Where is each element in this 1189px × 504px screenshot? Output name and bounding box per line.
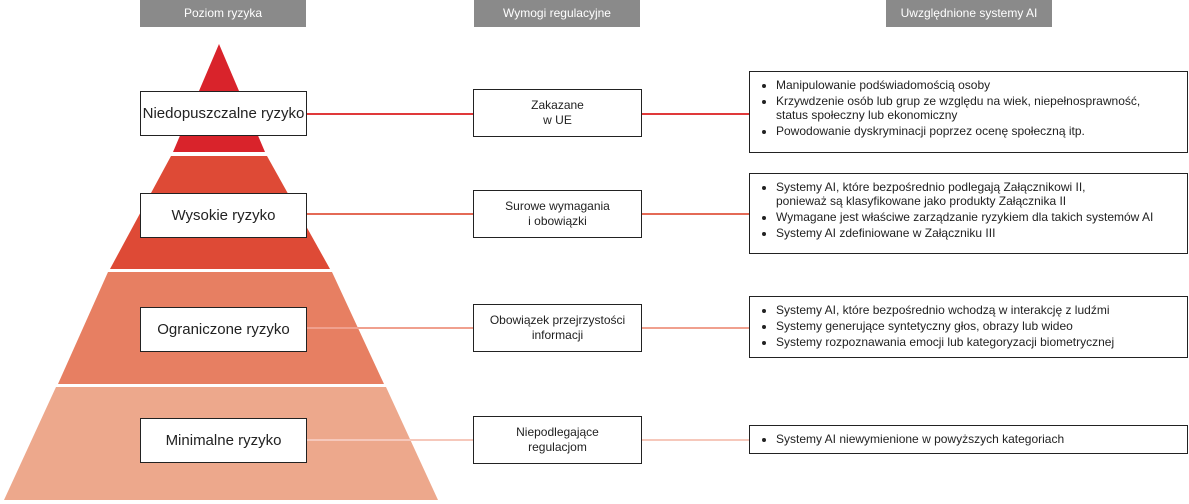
requirement-box-limited: Obowiązek przejrzystości informacji: [473, 304, 642, 352]
requirement-box-minimal: Niepodlegające regulacjom: [473, 416, 642, 464]
level-label: Ograniczone ryzyko: [157, 321, 290, 338]
list-item: Systemy AI, które bezpośrednio wchodzą w…: [776, 303, 1177, 317]
requirement-label: Niepodlegające regulacjom: [516, 425, 599, 454]
level-label: Wysokie ryzyko: [171, 207, 276, 224]
requirement-label: Surowe wymagania i obowiązki: [505, 199, 610, 228]
systems-list: Systemy AI niewymienione w powyższych ka…: [762, 432, 1177, 446]
level-box-unacceptable: Niedopuszczalne ryzyko: [140, 91, 307, 136]
requirement-box-high: Surowe wymagania i obowiązki: [473, 190, 642, 238]
systems-box-unacceptable: Manipulowanie podświadomością osoby Krzy…: [749, 71, 1188, 153]
systems-box-minimal: Systemy AI niewymienione w powyższych ka…: [749, 425, 1188, 454]
header-risk-level: Poziom ryzyka: [140, 0, 306, 27]
list-item: Systemy AI niewymienione w powyższych ka…: [776, 432, 1177, 446]
level-label: Minimalne ryzyko: [165, 432, 282, 449]
requirement-label: Zakazane w UE: [531, 98, 584, 127]
list-item: Systemy generujące syntetyczny głos, obr…: [776, 319, 1177, 333]
level-box-limited: Ograniczone ryzyko: [140, 307, 307, 352]
systems-list: Systemy AI, które bezpośrednio wchodzą w…: [762, 303, 1177, 349]
level-box-minimal: Minimalne ryzyko: [140, 418, 307, 463]
header-ai-systems: Uwzględnione systemy AI: [886, 0, 1052, 27]
header-regulatory-requirements: Wymogi regulacyjne: [474, 0, 640, 27]
list-item: Krzywdzenie osób lub grup ze względu na …: [776, 94, 1177, 122]
list-item: Wymagane jest właściwe zarządzanie ryzyk…: [776, 210, 1177, 224]
systems-list: Manipulowanie podświadomością osoby Krzy…: [762, 78, 1177, 138]
list-item: Manipulowanie podświadomością osoby: [776, 78, 1177, 92]
requirement-box-unacceptable: Zakazane w UE: [473, 89, 642, 137]
level-label: Niedopuszczalne ryzyko: [142, 105, 305, 122]
list-item: Systemy AI, które bezpośrednio podlegają…: [776, 180, 1177, 208]
list-item: Powodowanie dyskryminacji poprzez ocenę …: [776, 124, 1177, 138]
systems-box-limited: Systemy AI, które bezpośrednio wchodzą w…: [749, 296, 1188, 358]
systems-box-high: Systemy AI, które bezpośrednio podlegają…: [749, 173, 1188, 254]
list-item: Systemy AI zdefiniowane w Załączniku III: [776, 226, 1177, 240]
systems-list: Systemy AI, które bezpośrednio podlegają…: [762, 180, 1177, 240]
requirement-label: Obowiązek przejrzystości informacji: [489, 313, 626, 342]
list-item: Systemy rozpoznawania emocji lub kategor…: [776, 335, 1177, 349]
level-box-high: Wysokie ryzyko: [140, 193, 307, 238]
